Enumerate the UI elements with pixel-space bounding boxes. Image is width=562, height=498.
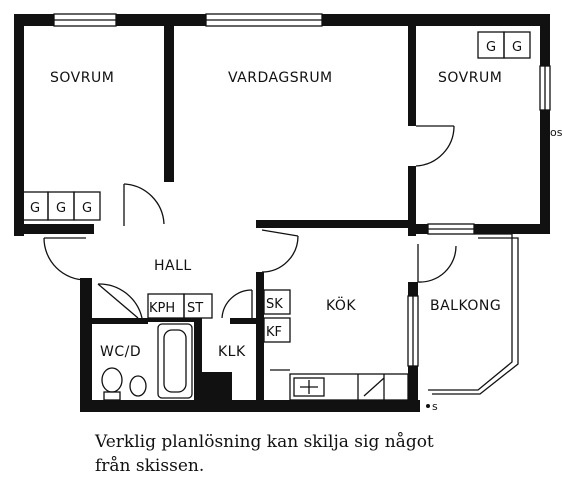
balcony-outline	[428, 233, 519, 395]
room-label-sovrum-right: SOVRUM	[438, 70, 502, 86]
hall-closets: KPH ST	[147, 293, 213, 319]
kitchen-fixtures: SK KF	[263, 289, 409, 401]
wardrobe-right: G G	[477, 31, 531, 59]
kf-label: KF	[266, 325, 282, 340]
wardrobe-left-label-1: G	[30, 201, 40, 216]
caption-line-1: Verklig planlösning kan skilja sig något	[95, 432, 434, 452]
floor-plan: G G G G G KPH ST SK KF	[14, 13, 562, 413]
caption-line-2: från skissen.	[95, 456, 205, 476]
balcony-door-symbol: s	[432, 400, 438, 413]
bathroom-fixtures	[101, 323, 193, 401]
wardrobe-left: G G G	[21, 191, 101, 221]
room-labels: SOVRUM VARDAGSRUM SOVRUM HALL KÖK BALKON…	[50, 70, 502, 360]
room-label-wc: WC/D	[100, 344, 141, 360]
room-label-vardagsrum: VARDAGSRUM	[228, 70, 333, 86]
room-label-kok: KÖK	[326, 296, 356, 314]
disclaimer-caption: Verklig planlösning kan skilja sig något…	[95, 430, 535, 478]
symbols: os s	[426, 126, 562, 413]
room-label-hall: HALL	[154, 258, 192, 274]
wardrobe-left-label-3: G	[82, 201, 92, 216]
doors	[43, 125, 457, 319]
wardrobe-right-label-2: G	[512, 40, 522, 55]
walls	[14, 14, 550, 412]
wardrobe-left-label-2: G	[56, 201, 66, 216]
kph-label: KPH	[149, 301, 175, 316]
room-label-sovrum-left: SOVRUM	[50, 70, 114, 86]
outlet-symbol: os	[550, 126, 562, 139]
st-label: ST	[187, 301, 203, 316]
windows	[53, 13, 551, 367]
sk-label: SK	[266, 297, 283, 312]
wardrobe-right-label-1: G	[486, 40, 496, 55]
room-label-klk: KLK	[218, 344, 246, 360]
room-label-balkong: BALKONG	[430, 298, 501, 314]
